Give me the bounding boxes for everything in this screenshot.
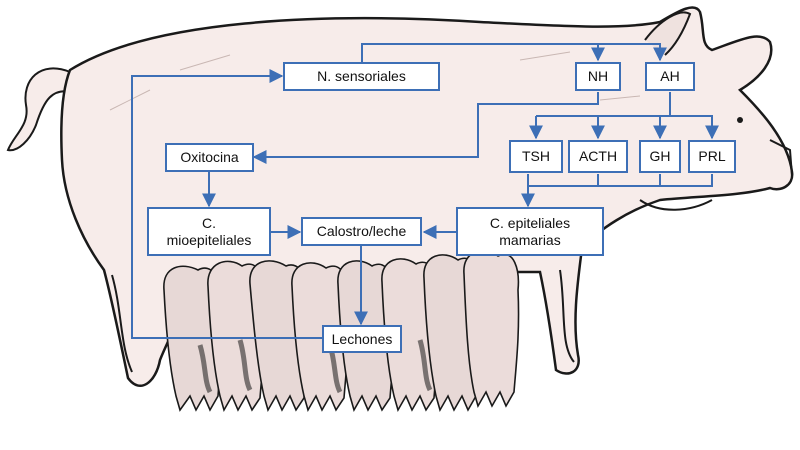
- node-oxitocina: Oxitocina: [165, 143, 254, 172]
- sow-hatching: [109, 51, 641, 241]
- node-prl: PRL: [688, 140, 736, 173]
- arrow-ah-to-prl: [660, 115, 719, 140]
- node-acth: ACTH: [568, 140, 628, 173]
- node-sensoriales: N. sensoriales: [283, 62, 440, 91]
- sow-front-leg: [559, 269, 575, 363]
- node-gh: GH: [639, 140, 681, 173]
- node-mioepiteliales: C. mioepiteliales: [147, 207, 271, 256]
- arrow-nh-to-oxitocina: [252, 92, 599, 164]
- arrow-hormones-to-epiteliales: [528, 174, 598, 206]
- node-nh: NH: [575, 62, 621, 91]
- connectors: [131, 43, 719, 339]
- node-ah: AH: [645, 62, 695, 91]
- arrow-sensoriales-to-nh: [361, 43, 605, 62]
- sow-body: [60, 6, 794, 387]
- node-lechones: Lechones: [322, 325, 402, 353]
- node-tsh: TSH: [509, 140, 563, 173]
- sow-snout: [769, 139, 793, 177]
- arrow-lechones-to-sensoriales: [131, 69, 326, 339]
- sow-hind-leg: [111, 274, 133, 373]
- sow-illustration: [6, 6, 794, 387]
- piglet-8: [463, 250, 520, 409]
- piglet-shading: [197, 339, 433, 394]
- sow-eye: [737, 117, 743, 123]
- sow-tail: [6, 67, 73, 152]
- line-hormones-bus: [597, 174, 713, 187]
- node-calostro: Calostro/leche: [301, 217, 422, 246]
- node-epiteliales: C. epiteliales mamarias: [456, 207, 604, 256]
- arrow-sensoriales-to-ah: [598, 43, 667, 62]
- sow-jaw: [639, 199, 713, 211]
